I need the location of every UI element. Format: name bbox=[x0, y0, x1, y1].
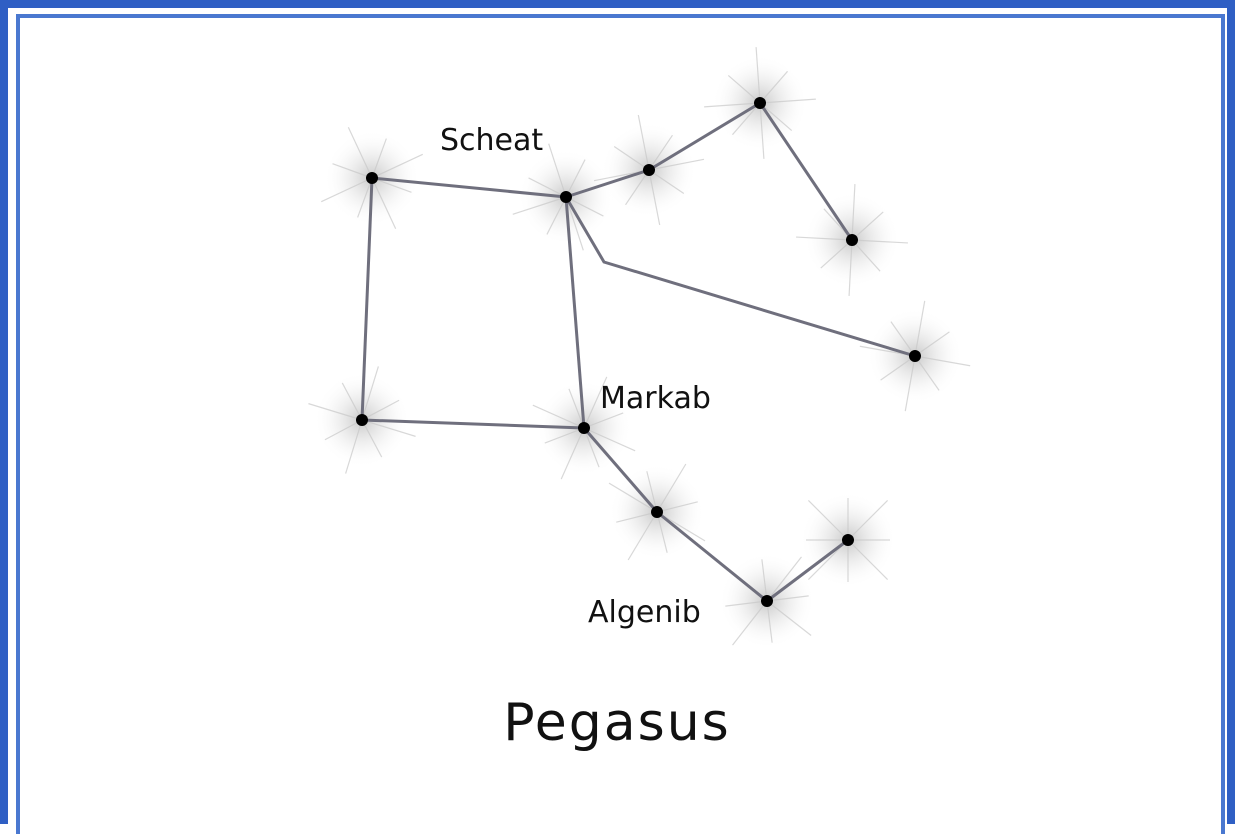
star-label-scheat: Scheat bbox=[440, 123, 543, 158]
star-label-markab: Markab bbox=[600, 381, 711, 416]
star bbox=[842, 534, 854, 546]
constellation-line bbox=[760, 103, 852, 240]
star bbox=[643, 164, 655, 176]
star-algenib bbox=[761, 595, 773, 607]
star-glows bbox=[308, 47, 970, 649]
star bbox=[909, 350, 921, 362]
constellation-title: Pegasus bbox=[503, 693, 731, 753]
star bbox=[651, 506, 663, 518]
star-markab bbox=[578, 422, 590, 434]
star bbox=[366, 172, 378, 184]
star bbox=[356, 414, 368, 426]
star bbox=[846, 234, 858, 246]
star-label-algenib: Algenib bbox=[588, 595, 701, 630]
star bbox=[754, 97, 766, 109]
star-scheat bbox=[560, 191, 572, 203]
